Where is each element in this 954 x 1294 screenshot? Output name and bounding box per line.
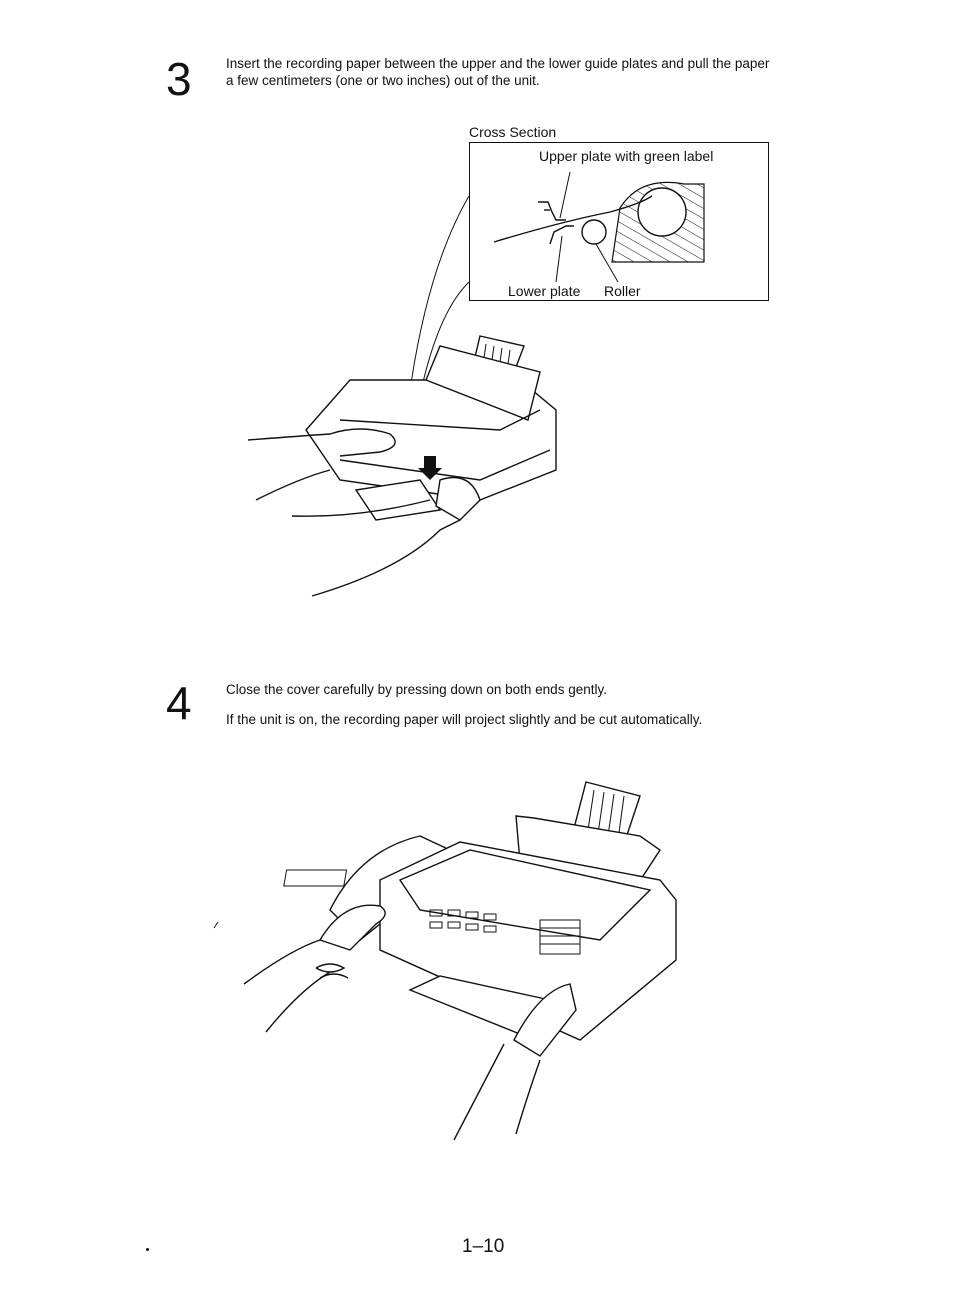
step-4-line-2: If the unit is on, the recording paper w…: [226, 712, 703, 727]
step-4-number: 4: [166, 677, 192, 729]
step-3-line-2: a few centimeters (one or two inches) ou…: [226, 73, 540, 88]
step-4-line-1: Close the cover carefully by pressing do…: [226, 682, 607, 697]
page-number: 1–10: [462, 1236, 505, 1257]
roller-label: Roller: [604, 283, 641, 299]
upper-plate-label: Upper plate with green label: [539, 148, 714, 164]
step-3-instructions: Insert the recording paper between the u…: [226, 55, 886, 89]
lower-plate-label: Lower plate: [508, 283, 581, 299]
step-3-line-1: Insert the recording paper between the u…: [226, 56, 770, 71]
scan-dot: [146, 1248, 149, 1251]
step-4-instructions: Close the cover carefully by pressing do…: [226, 681, 886, 728]
cross-section-title: Cross Section: [469, 124, 557, 140]
cross-section-box: [469, 142, 769, 301]
step-3-number: 3: [166, 53, 192, 105]
